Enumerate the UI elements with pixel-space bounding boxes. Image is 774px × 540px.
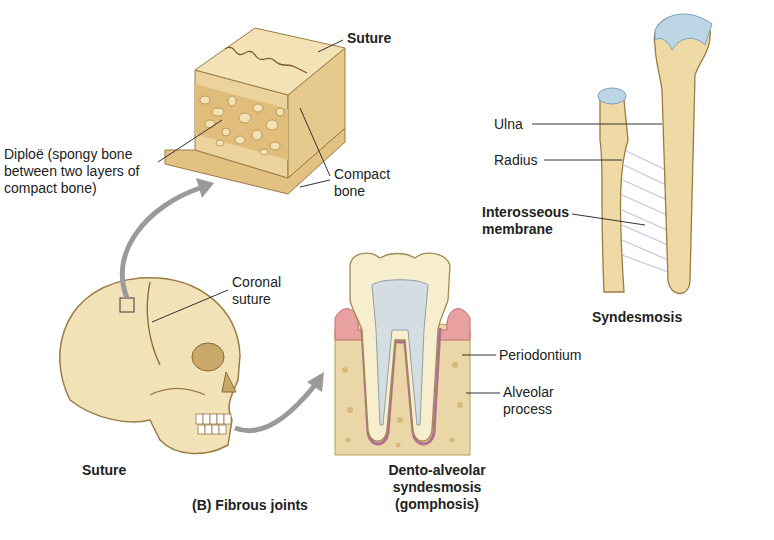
part-label: Compact bone — [334, 166, 414, 200]
bone-block — [165, 28, 345, 194]
joint-type-label: Suture — [82, 462, 162, 479]
part-label: Alveolar process — [503, 384, 583, 418]
zoom-arrows — [122, 178, 324, 431]
skull — [60, 278, 240, 454]
forearm-bones — [598, 14, 712, 294]
part-label: Diploë (spongy bone between two layers o… — [4, 146, 156, 197]
part-label: Periodontium — [499, 347, 609, 364]
joint-type-label: Dento-alveolar syndesmosis (gomphosis) — [362, 462, 512, 513]
part-label: Coronal suture — [232, 274, 312, 308]
part-label: Interosseous membrane — [482, 204, 578, 238]
joint-type-label: Syndesmosis — [592, 309, 702, 326]
part-label: Ulna — [494, 116, 534, 133]
leader-lines — [152, 40, 662, 393]
figure-caption: (B) Fibrous joints — [192, 497, 362, 514]
part-label: Suture — [347, 30, 427, 47]
tooth — [335, 253, 470, 455]
part-label: Radius — [494, 152, 546, 169]
